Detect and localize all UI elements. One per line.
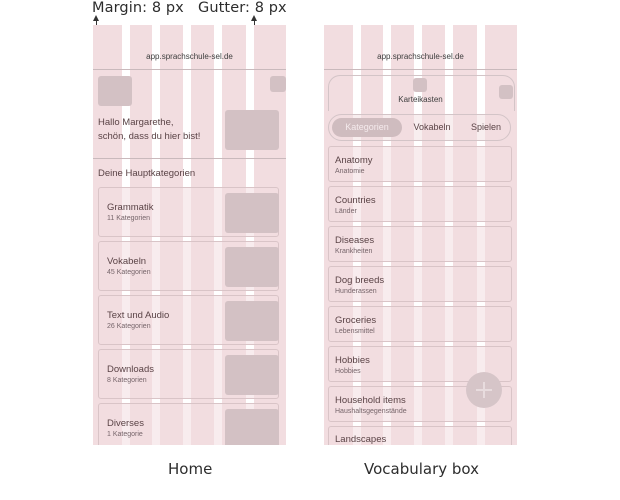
list-item-dog-breeds[interactable]: Dog breeds Hunderassen xyxy=(328,266,512,302)
item-translation: Hobbies xyxy=(335,368,361,375)
item-translation: Länder xyxy=(335,208,357,215)
item-title: Anatomy xyxy=(335,155,373,166)
category-count: 1 Kategorie xyxy=(107,431,143,438)
list-item-diseases[interactable]: Diseases Krankheiten xyxy=(328,226,512,262)
gutter-annotation: Gutter: 8 px xyxy=(198,0,287,16)
category-thumbnail xyxy=(225,247,279,287)
tab-kategorien[interactable]: Kategorien xyxy=(332,118,402,137)
divider xyxy=(93,69,286,70)
category-card-vokabeln[interactable]: Vokabeln 45 Kategorien xyxy=(98,241,279,291)
page-title: Karteikasten xyxy=(398,95,443,104)
list-item-anatomy[interactable]: Anatomy Anatomie xyxy=(328,146,512,182)
category-thumbnail xyxy=(225,355,279,395)
category-count: 45 Kategorien xyxy=(107,269,151,276)
category-title: Vokabeln xyxy=(107,256,147,267)
category-thumbnail xyxy=(225,193,279,233)
item-title: Household items xyxy=(335,395,406,406)
category-title: Text und Audio xyxy=(107,310,170,321)
section-title: Deine Hauptkategorien xyxy=(98,168,196,179)
category-title: Diverses xyxy=(107,418,144,429)
box-icon xyxy=(413,78,427,92)
category-card-downloads[interactable]: Downloads 8 Kategorien xyxy=(98,349,279,399)
url-bar[interactable]: app.sprachschule-sel.de xyxy=(146,52,233,61)
greeting-image xyxy=(225,110,279,150)
divider xyxy=(324,69,517,70)
divider xyxy=(93,158,286,159)
item-title: Countries xyxy=(335,195,376,206)
item-title: Hobbies xyxy=(335,355,370,366)
item-translation: Krankheiten xyxy=(335,248,373,255)
item-title: Dog breeds xyxy=(335,275,385,286)
category-thumbnail xyxy=(225,301,279,341)
category-card-text-und-audio[interactable]: Text und Audio 26 Kategorien xyxy=(98,295,279,345)
home-screen: app.sprachschule-sel.de Hallo Margarethe… xyxy=(93,25,286,445)
category-count: 26 Kategorien xyxy=(107,323,151,330)
item-translation: Haushaltsgegenstände xyxy=(335,408,407,415)
item-translation: Lebensmittel xyxy=(335,328,375,335)
header-tab xyxy=(328,75,515,111)
item-title: Groceries xyxy=(335,315,377,326)
item-title: Landscapes xyxy=(335,434,387,445)
category-count: 11 Kategorien xyxy=(107,215,151,222)
category-card-diverses[interactable]: Diverses 1 Kategorie xyxy=(98,403,279,445)
greeting-text: Hallo Margarethe, schön, dass du hier bi… xyxy=(98,117,201,142)
caption-vocabulary-box: Vocabulary box xyxy=(364,460,480,478)
item-translation: Anatomie xyxy=(335,168,365,175)
caption-home: Home xyxy=(168,460,213,478)
category-thumbnail xyxy=(225,409,279,445)
add-button[interactable] xyxy=(466,372,502,408)
category-count: 8 Kategorien xyxy=(107,377,147,384)
vocabulary-box-screen: app.sprachschule-sel.de Karteikasten Kat… xyxy=(324,25,517,445)
item-translation: Hunderassen xyxy=(335,288,377,295)
list-item-countries[interactable]: Countries Länder xyxy=(328,186,512,222)
list-item-landscapes[interactable]: Landscapes xyxy=(328,426,512,445)
category-title: Grammatik xyxy=(107,202,154,213)
tab-vokabeln[interactable]: Vokabeln xyxy=(413,122,451,132)
tab-spielen[interactable]: Spielen xyxy=(470,122,502,132)
segmented-control: Kategorien Vokabeln Spielen xyxy=(328,114,511,141)
item-title: Diseases xyxy=(335,235,375,246)
list-item-groceries[interactable]: Groceries Lebensmittel xyxy=(328,306,512,342)
url-bar[interactable]: app.sprachschule-sel.de xyxy=(377,52,464,61)
menu-icon[interactable] xyxy=(270,76,286,92)
category-card-grammatik[interactable]: Grammatik 11 Kategorien xyxy=(98,187,279,237)
menu-icon[interactable] xyxy=(499,85,513,99)
margin-annotation: Margin: 8 px xyxy=(92,0,184,16)
avatar[interactable] xyxy=(98,76,132,106)
category-title: Downloads xyxy=(107,364,154,375)
